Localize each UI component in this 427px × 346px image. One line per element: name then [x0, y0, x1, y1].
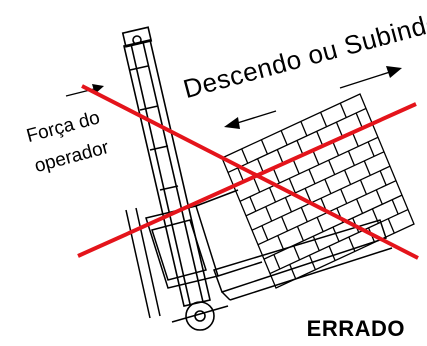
- brick-joint-line: [300, 207, 308, 223]
- brick-joint-line: [359, 179, 368, 195]
- brick-joint-line: [261, 225, 269, 241]
- brick-joint-line: [343, 169, 352, 185]
- brick-joint-line: [273, 254, 281, 270]
- brick-joint-line: [324, 178, 332, 194]
- wheel: [171, 301, 229, 331]
- brick-joint-line: [272, 168, 281, 184]
- brick-joint-line: [339, 102, 347, 118]
- brick-joint-line: [289, 264, 297, 280]
- brick-joint-line: [292, 245, 301, 261]
- brick-joint-line: [276, 149, 284, 165]
- brick-joint-line: [249, 196, 257, 212]
- brick-joint-line: [328, 245, 336, 261]
- brick-joint-line: [379, 170, 387, 186]
- brick-joint-line: [312, 150, 320, 166]
- brick-joint-line: [391, 199, 399, 215]
- brick-joint-line: [296, 140, 304, 156]
- brick-joint-line: [328, 159, 336, 175]
- brick-joint-line: [335, 121, 344, 137]
- brick-joint-line: [316, 216, 324, 232]
- brick-joint-line: [241, 148, 249, 164]
- mast: [121, 26, 211, 307]
- brick-joint-line: [288, 178, 296, 194]
- brick-joint-line: [319, 112, 328, 127]
- brick-joint-line: [363, 160, 371, 176]
- brick-joint-line: [367, 141, 375, 157]
- brick-joint-line: [268, 187, 277, 203]
- brick-joint-line: [331, 140, 340, 156]
- verdict-label: ERRADO: [306, 316, 405, 341]
- wrong-cross: [77, 84, 419, 260]
- brick-joint-line: [375, 189, 383, 205]
- brick-joint-line: [355, 112, 363, 128]
- brick-joint-line: [340, 188, 348, 204]
- brick-joint-line: [265, 206, 273, 222]
- brick-joint-line: [284, 197, 293, 213]
- motion-arrow-left: [224, 110, 277, 129]
- brick-joint-line: [316, 131, 324, 146]
- motion-arrow-right: [339, 66, 402, 89]
- brick-joint-line: [292, 159, 300, 175]
- brick-joint-line: [296, 226, 305, 242]
- brick-joint-line: [304, 188, 312, 204]
- brick-joint-line: [351, 131, 359, 147]
- brick-joint-line: [280, 130, 288, 146]
- brick-joint-line: [280, 216, 289, 232]
- brick-joint-line: [355, 198, 364, 214]
- brick-joint-line: [332, 226, 340, 242]
- brick-joint-line: [312, 236, 320, 251]
- brick-joint-line: [387, 218, 395, 234]
- brick-joint-line: [253, 177, 261, 193]
- brick-joint-line: [308, 169, 316, 185]
- brick-joint-line: [347, 150, 356, 166]
- brick-joint-line: [277, 235, 285, 251]
- brick-joint-line: [300, 121, 308, 137]
- brick-joint-line: [260, 139, 269, 155]
- brick-joint-line: [256, 158, 265, 174]
